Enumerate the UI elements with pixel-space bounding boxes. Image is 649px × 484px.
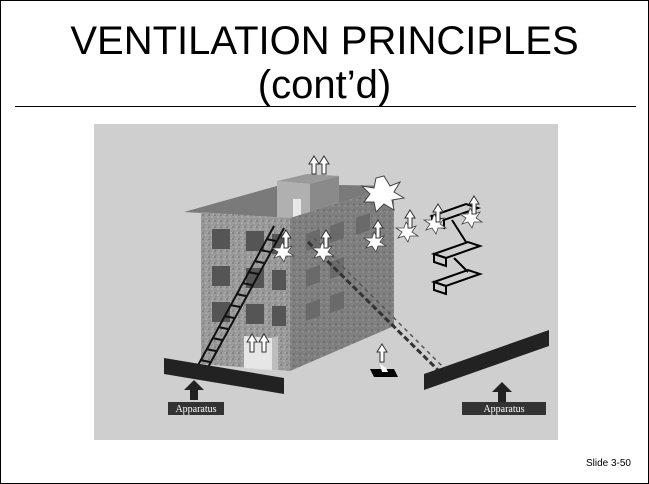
right-apparatus-arrow (492, 382, 512, 402)
title-line-2: (cont’d) (257, 63, 392, 107)
vent-arrows (246, 155, 480, 363)
side-windows (306, 213, 370, 321)
front-windows (212, 229, 286, 326)
bulkhead-top (277, 174, 339, 184)
left-apparatus-label: Apparatus (168, 402, 224, 415)
right-apparatus-bar (424, 330, 549, 390)
bulkhead-door (293, 199, 301, 217)
left-apparatus-bar (164, 358, 284, 394)
svg-text:Apparatus: Apparatus (483, 404, 524, 415)
slide-title: VENTILATION PRINCIPLES (cont’d) (1, 19, 648, 107)
hose-line (306, 240, 444, 376)
right-apparatus-label: Apparatus (462, 402, 546, 415)
title-line-1: VENTILATION PRINCIPLES (70, 19, 579, 63)
basement-opening (370, 369, 398, 377)
roof-burst (360, 175, 406, 214)
ground-ladder (195, 225, 285, 372)
left-apparatus-arrow (184, 380, 204, 400)
title-divider (15, 106, 636, 107)
svg-text:Apparatus: Apparatus (175, 404, 216, 415)
slide-number: Slide 3-50 (585, 458, 631, 469)
window-bursts (270, 207, 484, 263)
ventilation-illustration: Apparatus Apparatus (94, 124, 558, 440)
